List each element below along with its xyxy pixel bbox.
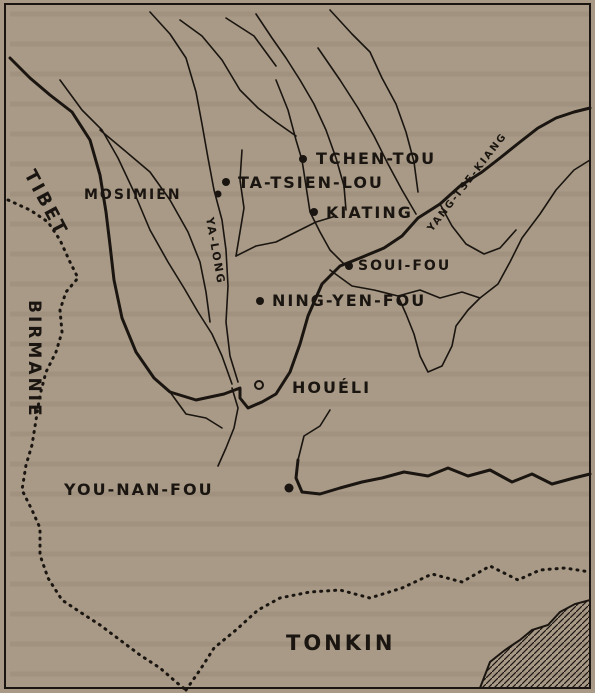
map-frame [4,3,591,689]
city-dot [214,190,222,198]
city-label: TCHEN-TOU [316,149,436,168]
border-lines [6,198,592,692]
city-label: MOSIMIEN [84,187,182,203]
city-label: KIATING [326,203,413,222]
sea-hatching [478,598,591,689]
city-dot [284,483,294,493]
minor-rivers [59,9,591,467]
city-dot [254,380,264,390]
city-dot [310,208,318,216]
city-label: YOU-NAN-FOU [63,480,214,499]
river-salween-upper [8,56,592,410]
city-label: HOUÉLI [292,378,371,397]
city-dot [256,297,264,305]
region-label-tonkin: TONKIN [286,631,395,655]
bleed-through-text [10,11,590,677]
city-soui-fou: SOUI-FOU [345,258,451,274]
region-label-birmanie: BIRMANIE [24,300,44,419]
city-mosimien: MOSIMIEN [84,187,222,203]
border-tibet-birmanie [6,198,188,692]
border-china-tonkin [184,564,592,692]
major-rivers [8,56,592,496]
cities: TCHEN-TOU TA-TSIEN-LOU MOSIMIEN KIATING … [63,149,451,499]
city-ta-tsien-lou: TA-TSIEN-LOU [222,173,384,192]
city-dot [222,178,230,186]
city-tchen-tou: TCHEN-TOU [299,149,436,168]
city-you-nan-fou: YOU-NAN-FOU [63,480,294,499]
city-ning-yen-fou: NING-YEN-FOU [256,291,426,310]
city-dot [345,262,353,270]
city-label: SOUI-FOU [358,258,451,274]
river-lower-basin [294,458,592,496]
city-kiating: KIATING [310,203,413,222]
city-dot [299,155,307,163]
city-houeli: HOUÉLI [254,378,371,397]
city-label: TA-TSIEN-LOU [238,173,384,192]
city-label: NING-YEN-FOU [272,291,426,310]
